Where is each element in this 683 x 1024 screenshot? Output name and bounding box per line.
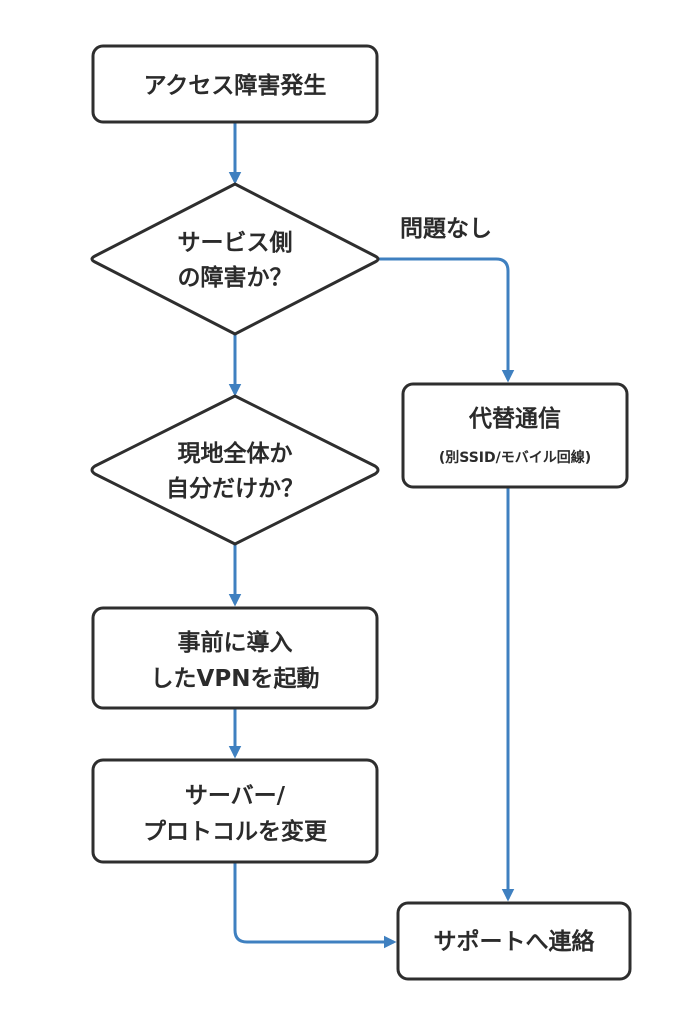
node-change-server-line-2: プロトコルを変更 (143, 818, 328, 845)
edge-change-server-to-support (233, 862, 397, 949)
node-local-check-line-1: 現地全体か (178, 440, 293, 467)
node-service-check-line-1: サービス側 (178, 230, 293, 256)
edge-label-no-problem: 問題なし (400, 216, 492, 242)
node-service-check: サービス側 の障害か？ (90, 182, 380, 336)
node-support: サポートへ連絡 (396, 901, 632, 981)
node-change-server-line-1: サーバー/ (185, 783, 286, 809)
node-alt-comm: 代替通信 (別SSID/モバイル回線) (401, 382, 629, 489)
node-support-text: サポートへ連絡 (434, 928, 596, 955)
node-start: アクセス障害発生 (91, 44, 379, 124)
node-vpn-line-2: したVPNを起動 (151, 666, 320, 692)
node-alt-comm-title: 代替通信 (468, 405, 561, 432)
edge-service-check-to-alt-comm (378, 257, 515, 383)
node-vpn-line-1: 事前に導入 (178, 629, 293, 656)
node-change-server: サーバー/ プロトコルを変更 (91, 758, 379, 864)
node-local-check: 現地全体か 自分だけか？ (90, 394, 380, 546)
node-start-text: アクセス障害発生 (144, 72, 327, 99)
node-service-check-line-2: の障害か？ (178, 264, 293, 291)
node-alt-comm-subtitle: (別SSID/モバイル回線) (439, 449, 591, 466)
node-local-check-line-2: 自分だけか？ (166, 475, 304, 502)
node-vpn: 事前に導入 したVPNを起動 (91, 606, 379, 710)
